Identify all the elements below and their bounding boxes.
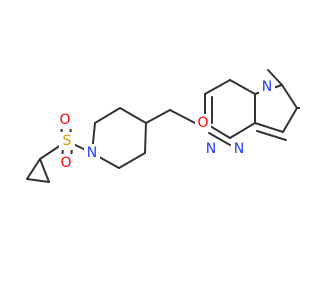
molecule-structure: N S O O O N N N	[26, 69, 300, 183]
pyridazine-nitrogen-label: N	[206, 141, 216, 157]
sulfur-label: S	[63, 133, 72, 149]
imine-nitrogen-label: N	[262, 79, 272, 95]
atom-labels: N S O O O N N N	[57, 78, 275, 172]
piperidine-ring	[91, 107, 147, 169]
bridgehead-nitrogen-label: N	[234, 141, 244, 157]
cyclopropyl-imidazole-ring	[267, 69, 300, 109]
sulfonyl-oxygen-top-label: O	[59, 112, 70, 128]
piperidine-nitrogen-label: N	[87, 145, 97, 161]
cyclopropyl-sulfonyl-ring	[26, 158, 50, 183]
pyridazine-ring	[204, 79, 256, 146]
ether-oxygen-label: O	[197, 115, 208, 131]
sulfonyl-oxygen-bottom-label: O	[60, 155, 71, 171]
